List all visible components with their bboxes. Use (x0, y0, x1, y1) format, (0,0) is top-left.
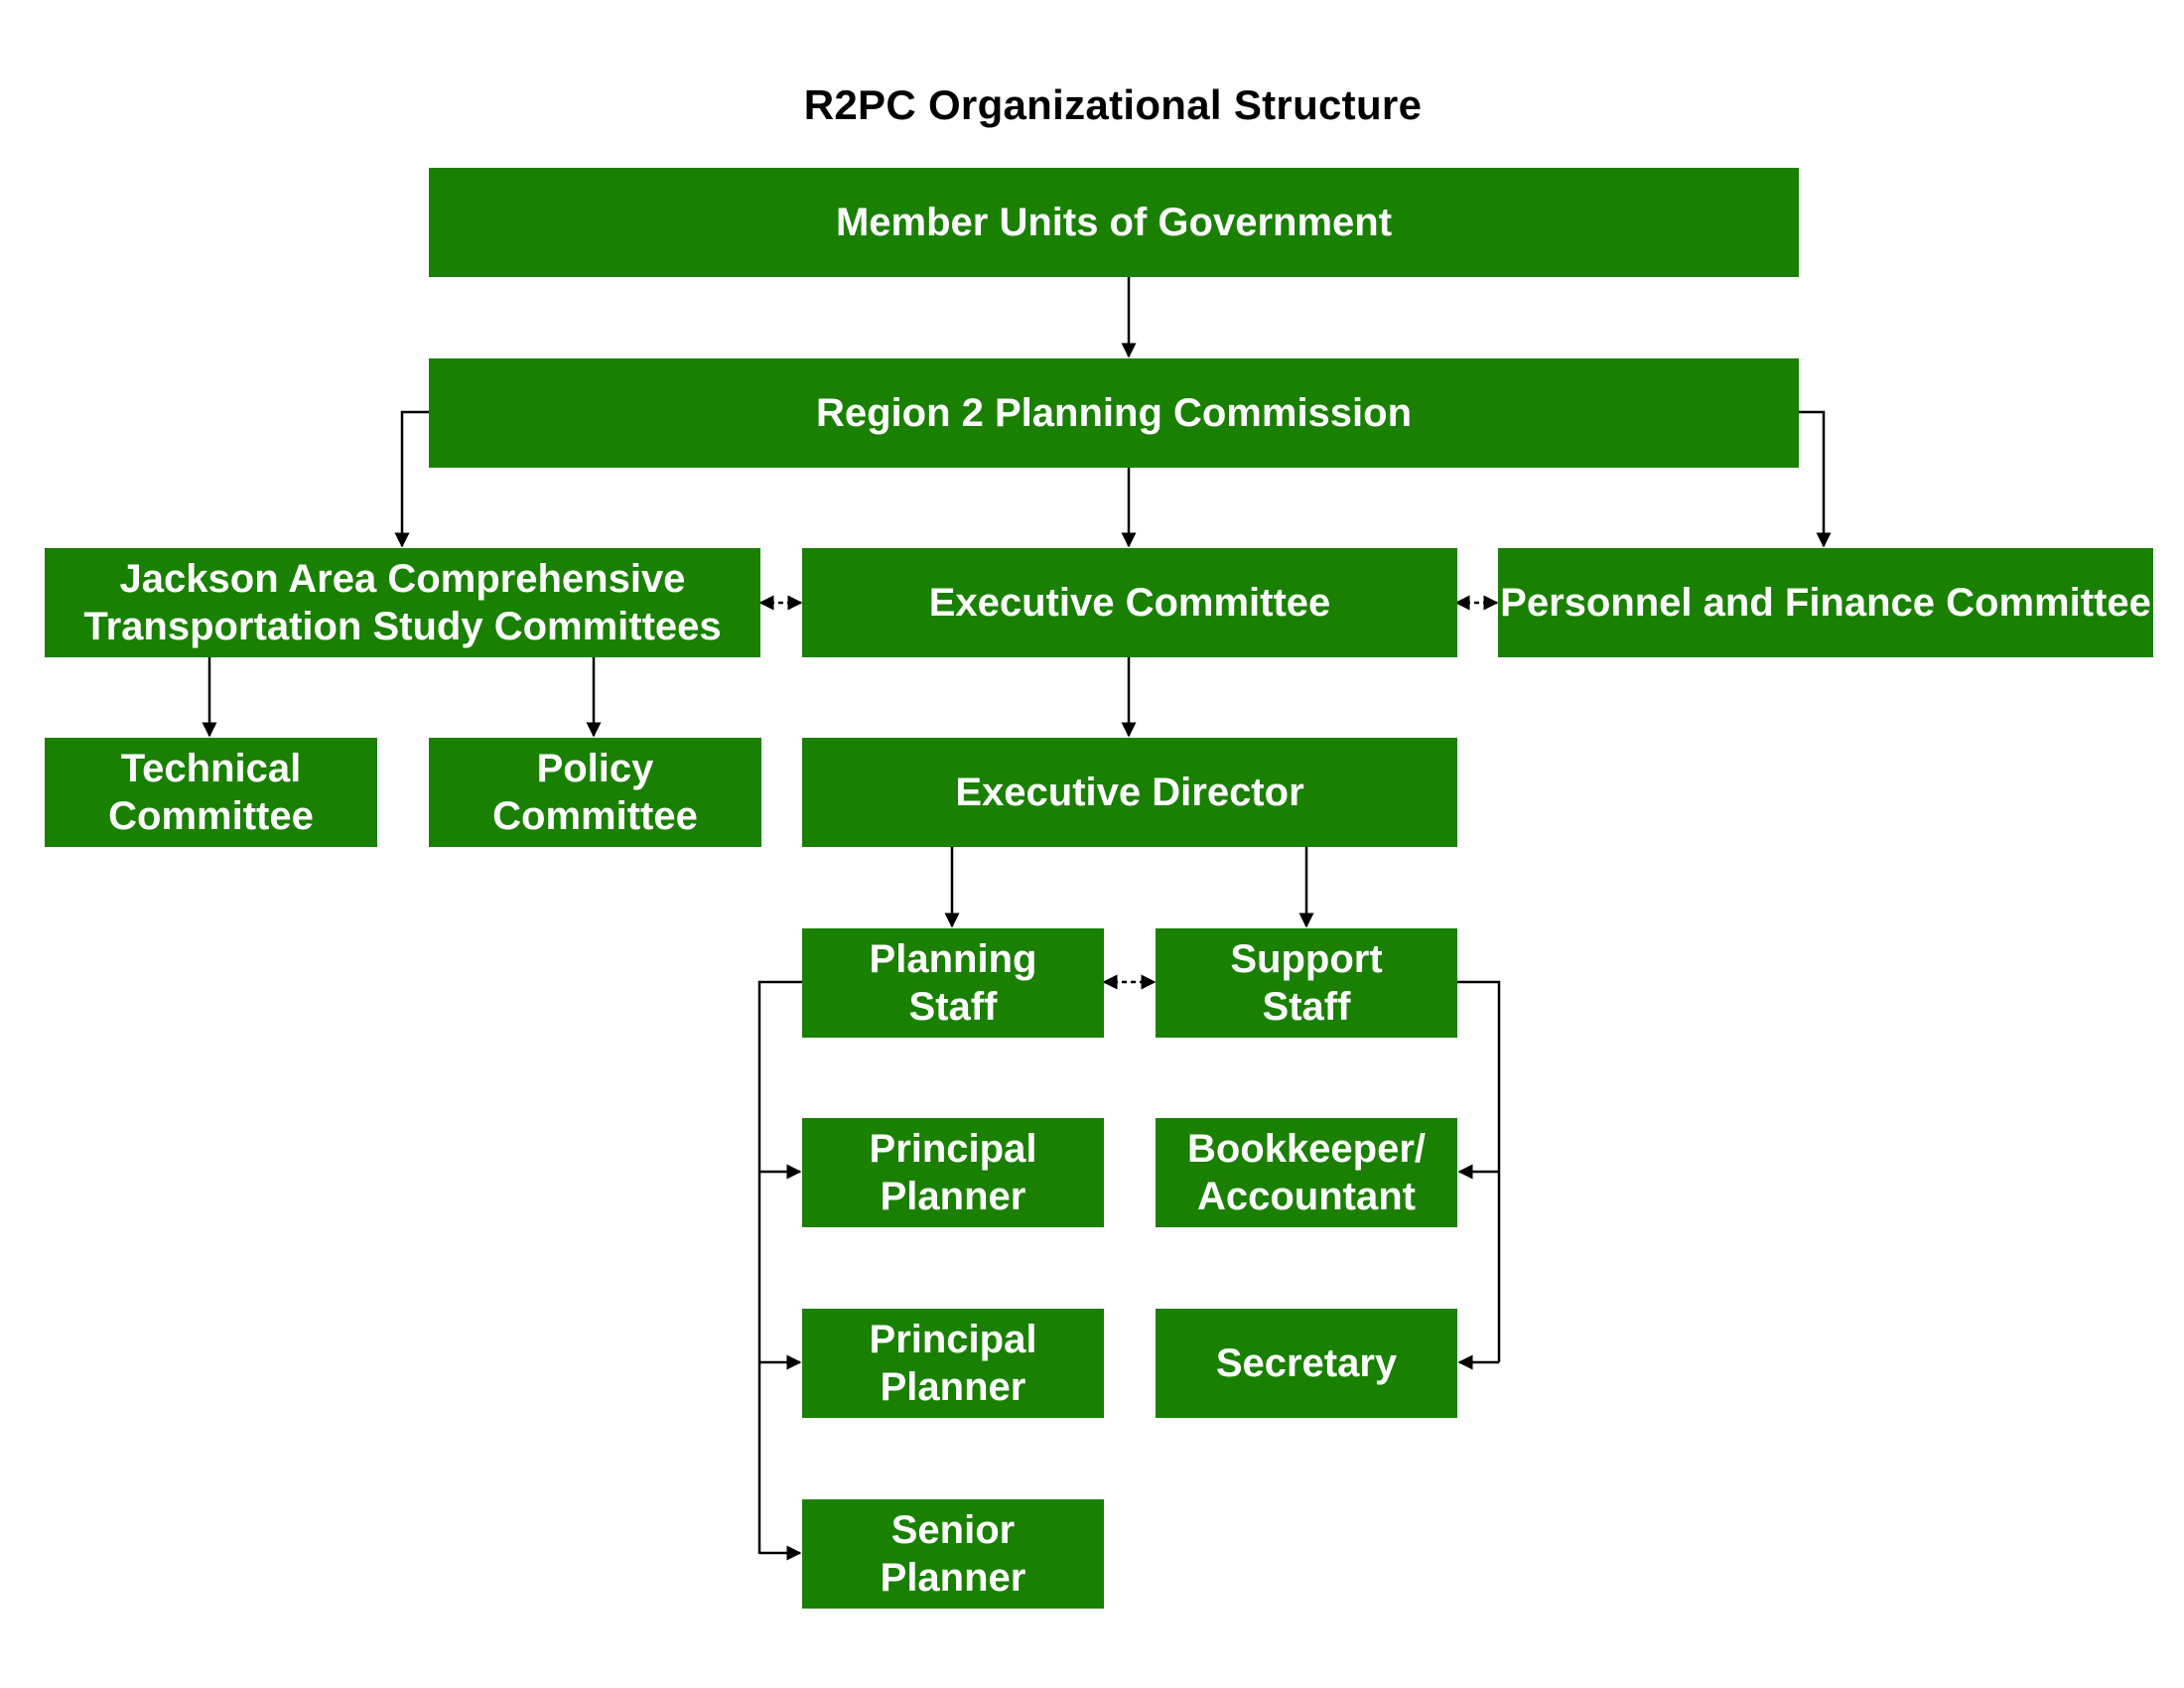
node-region-2-planning-commission: Region 2 Planning Commission (429, 358, 1799, 468)
chart-title: R2PC Organizational Structure (803, 81, 1423, 128)
connector-support-bracket (1457, 980, 1501, 1362)
node-planning-staff: Planning Staff (802, 928, 1104, 1038)
connector-commission-to-personnel (1799, 410, 1832, 548)
node-executive-committee: Executive Committee (802, 548, 1457, 657)
connector-commission-to-jacts (394, 410, 429, 548)
connector-planning-bracket (757, 980, 802, 1554)
node-executive-director: Executive Director (802, 738, 1457, 847)
node-support-staff: Support Staff (1156, 928, 1457, 1038)
node-member-units: Member Units of Government (429, 168, 1799, 277)
node-personnel-finance-committee: Personnel and Finance Committee (1498, 548, 2153, 657)
node-senior-planner: Senior Planner (802, 1499, 1104, 1609)
node-principal-planner-2: Principal Planner (802, 1309, 1104, 1418)
node-secretary: Secretary (1156, 1309, 1457, 1418)
node-principal-planner-1: Principal Planner (802, 1118, 1104, 1227)
node-policy-committee: Policy Committee (429, 738, 761, 847)
node-bookkeeper-accountant: Bookkeeper/ Accountant (1156, 1118, 1457, 1227)
node-technical-committee: Technical Committee (45, 738, 377, 847)
node-jacts-committees: Jackson Area Comprehensive Transportatio… (45, 548, 760, 657)
